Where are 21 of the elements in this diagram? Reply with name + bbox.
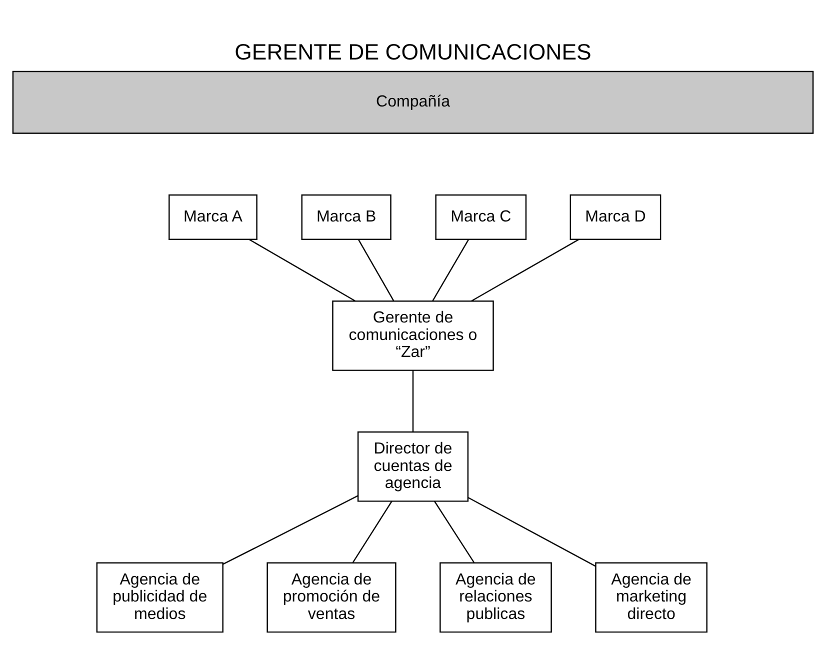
node-box: Marca A xyxy=(168,194,258,240)
node-box: Agencia de publicidad de medios xyxy=(96,562,224,633)
connector xyxy=(432,239,469,302)
node-box: Gerente de comunicaciones o “Zar” xyxy=(332,300,494,371)
node-box: Agencia de marketing directo xyxy=(595,562,708,633)
node-box: Agencia de promoción de ventas xyxy=(266,562,396,633)
node-box: Director de cuentas de agencia xyxy=(357,431,469,502)
connector xyxy=(412,370,414,432)
connector xyxy=(470,238,580,302)
node-box: Marca B xyxy=(301,194,392,240)
node-box: Marca C xyxy=(435,194,527,240)
connector xyxy=(358,239,394,302)
node-box: Marca D xyxy=(570,194,662,240)
connector xyxy=(434,500,475,563)
connector xyxy=(248,238,356,302)
connector xyxy=(468,497,596,567)
node-box: Agencia de relaciones publicas xyxy=(440,562,552,633)
diagram-title: GERENTE DE COMUNICACIONES xyxy=(234,40,592,65)
connector xyxy=(222,495,358,565)
connector xyxy=(352,500,392,563)
node-box: Compañía xyxy=(12,70,814,134)
